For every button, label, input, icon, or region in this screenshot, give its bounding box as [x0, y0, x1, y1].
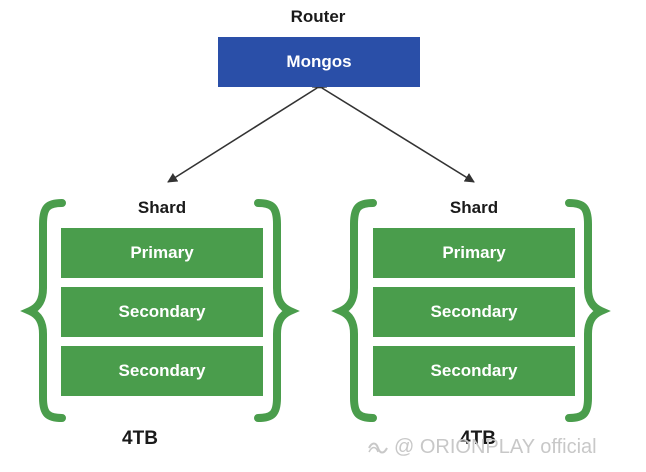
arrow-router-shard-left — [167, 78, 328, 183]
shard-1-secondary-node: Secondary — [61, 346, 263, 396]
shard-label: Shard — [449, 198, 499, 217]
shard-1-secondary-node: Secondary — [61, 287, 263, 337]
shard-2-capacity-label: 4TB — [460, 428, 496, 449]
brace-left-open — [20, 199, 66, 422]
shard-2-primary-node: Primary — [373, 228, 575, 278]
brace-left-close — [254, 199, 300, 422]
watermark-logo-icon — [368, 442, 388, 454]
watermark-text: @ ORIONPLAY official — [394, 436, 597, 458]
mongos-router-box: Mongos — [218, 37, 420, 87]
router-label: Router — [290, 7, 346, 26]
shard-2-secondary-node: Secondary — [373, 346, 575, 396]
shard-label: Shard — [137, 198, 187, 217]
brace-right-close — [565, 199, 611, 422]
shard-2-secondary-node: Secondary — [373, 287, 575, 337]
arrow-router-shard-right — [311, 79, 475, 183]
shard-1-primary-node: Primary — [61, 228, 263, 278]
brace-right-open — [331, 199, 377, 422]
shard-1-capacity-label: 4TB — [122, 428, 158, 449]
